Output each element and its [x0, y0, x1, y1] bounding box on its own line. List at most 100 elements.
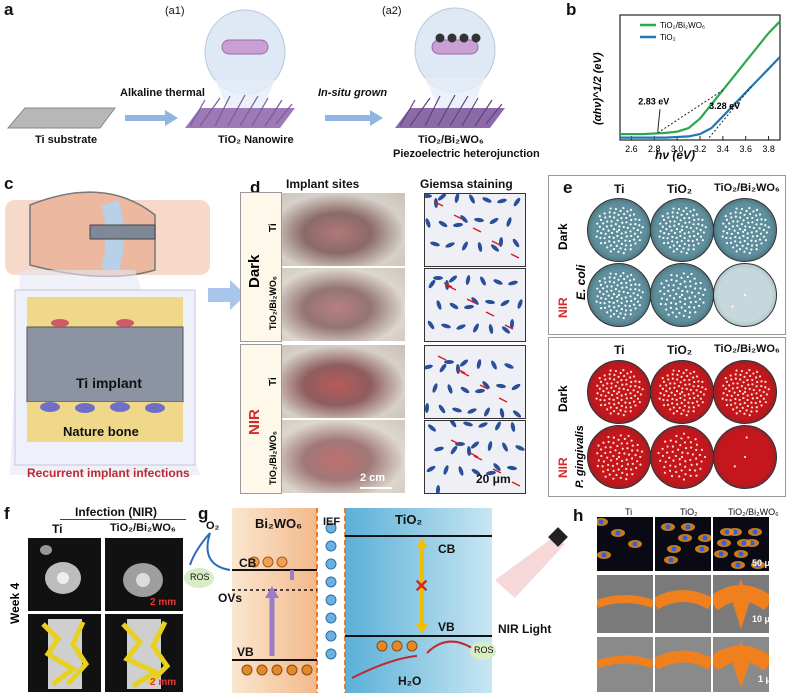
chart-frame: [619, 14, 781, 141]
micrograph: [655, 575, 711, 633]
micrograph: [597, 575, 653, 633]
h-col-ti: Ti: [625, 507, 633, 517]
chart-xlabel: hν (eV): [655, 148, 696, 162]
panel-label-b: b: [566, 0, 577, 19]
f-scale-2: 2 mm: [150, 677, 177, 688]
photo-tibi-dark: [282, 268, 405, 341]
annotation-arrow-1: [657, 109, 661, 132]
e-label-nir: NIR: [556, 297, 570, 318]
panel-a-illustration: [6, 7, 505, 129]
culture-dish: [587, 198, 651, 262]
g-ros-2: ROS: [474, 645, 494, 655]
label-a2: (a2): [382, 5, 402, 17]
culture-dish: [650, 425, 714, 489]
micrograph: [713, 575, 769, 633]
h-scale-1: 1 μm: [758, 674, 780, 684]
svg-text:✕: ✕: [414, 576, 429, 596]
header-implant-sites: Implant sites: [286, 177, 360, 191]
step-insitu-grown: In-situ grown: [318, 87, 388, 99]
giemsa-image: [424, 345, 526, 419]
x-tick-label: 3.0: [671, 144, 684, 154]
annotation-1: 2.83 eV: [638, 96, 669, 106]
annotation-2: 3.28 eV: [709, 101, 740, 111]
h-scale-10: 10 μm: [752, 614, 779, 624]
e-col-tibi: TiO₂/Bi₂WO₆: [714, 182, 780, 194]
label-dark: Dark: [246, 254, 263, 288]
g-ief: IEF: [323, 516, 341, 528]
photo-ti-nir: [282, 345, 405, 418]
ct-tibi: [105, 538, 183, 611]
ct-3d-ti: [28, 614, 101, 692]
label-ti-nir: Ti: [268, 377, 279, 386]
culture-dish: [713, 360, 777, 424]
f-col-tibi: TiO₂/Bi₂WO₆: [110, 522, 176, 534]
micrograph: [655, 637, 711, 692]
g-nir-light: NIR Light: [498, 622, 552, 636]
scale-20um: 20 μm: [476, 472, 511, 486]
culture-dish: [650, 263, 714, 327]
panel-label-e: e: [563, 178, 573, 197]
e-col-tibi-2: TiO₂/Bi₂WO₆: [714, 343, 780, 355]
label-ti-substrate: Ti substrate: [35, 134, 98, 146]
f-week4: Week 4: [8, 582, 22, 624]
e-label-dark: Dark: [556, 223, 570, 250]
caption-recurrent-infections: Recurrent implant infections: [27, 466, 190, 480]
e-label-ecoli: E. coli: [574, 264, 588, 300]
label-ti-dark: Ti: [268, 223, 279, 232]
label-tio2-nanowire: TiO₂ Nanowire: [218, 134, 294, 146]
legend-label-0: TiO₂/Bi₂WO₆: [660, 21, 705, 30]
x-tick-label: 3.4: [717, 144, 730, 154]
panel-label-d: d: [250, 178, 261, 197]
f-title: Infection (NIR): [75, 505, 157, 519]
micrograph: [713, 637, 769, 692]
g-cb-1: CB: [239, 556, 257, 570]
culture-dish: [713, 425, 777, 489]
panel-c-illustration: [5, 191, 210, 475]
label-a1: (a1): [165, 5, 185, 17]
x-tick-label: 2.6: [625, 144, 638, 154]
g-h2o: H₂O: [398, 674, 422, 688]
giemsa-image: [424, 420, 526, 494]
tangent-2: [708, 86, 752, 138]
scale-2cm: 2 cm: [360, 472, 386, 484]
x-tick-label: 2.8: [648, 144, 661, 154]
culture-dish: [587, 425, 651, 489]
g-ovs: OVs: [218, 591, 243, 605]
series-line-1: [620, 56, 781, 139]
panel-label-g: g: [198, 504, 209, 523]
e-col-tio2-2: TiO₂: [667, 343, 693, 357]
culture-dish: [713, 198, 777, 262]
ct-ti: [28, 538, 101, 611]
panel-label-c: c: [4, 174, 14, 193]
label-heterojunction-2: Piezoelectric heterojunction: [393, 148, 540, 160]
f-col-ti: Ti: [52, 522, 63, 536]
label-ti-implant: Ti implant: [76, 375, 142, 391]
g-cb-2: CB: [438, 542, 456, 556]
legend-label-1: TiO₂: [660, 33, 676, 42]
band-diagram: ✕: [232, 508, 492, 693]
g-o2: O₂: [206, 520, 220, 532]
panel-label-a: a: [4, 0, 14, 19]
micrograph: [597, 637, 653, 692]
culture-dish: [587, 360, 651, 424]
e-label-pg: P. gingivalis: [574, 425, 586, 488]
step-alkaline-thermal: Alkaline thermal: [120, 87, 205, 99]
e-col-tio2: TiO₂: [667, 182, 693, 196]
ct-3d-tibi: [105, 614, 183, 692]
label-tibi-dark: TiO₂/Bi₂WO₆: [268, 276, 278, 330]
giemsa-image: [424, 193, 526, 267]
header-giemsa: Giemsa staining: [420, 177, 513, 191]
x-tick-label: 3.8: [762, 144, 775, 154]
e-label-dark-2: Dark: [556, 385, 570, 412]
micrograph: [655, 517, 711, 571]
label-nature-bone: Nature bone: [63, 424, 139, 439]
h-col-tibi: TiO₂/Bi₂WO₆: [728, 507, 779, 517]
label-tibi-nir: TiO₂/Bi₂WO₆: [268, 431, 278, 485]
series-line-0: [620, 20, 781, 136]
g-ros-1: ROS: [190, 572, 210, 582]
photo-tibi-nir: [282, 420, 405, 493]
tangent-1: [657, 89, 724, 134]
h-col-tio2: TiO₂: [680, 507, 698, 517]
label-heterojunction-1: TiO₂/Bi₂WO₆: [418, 134, 484, 146]
